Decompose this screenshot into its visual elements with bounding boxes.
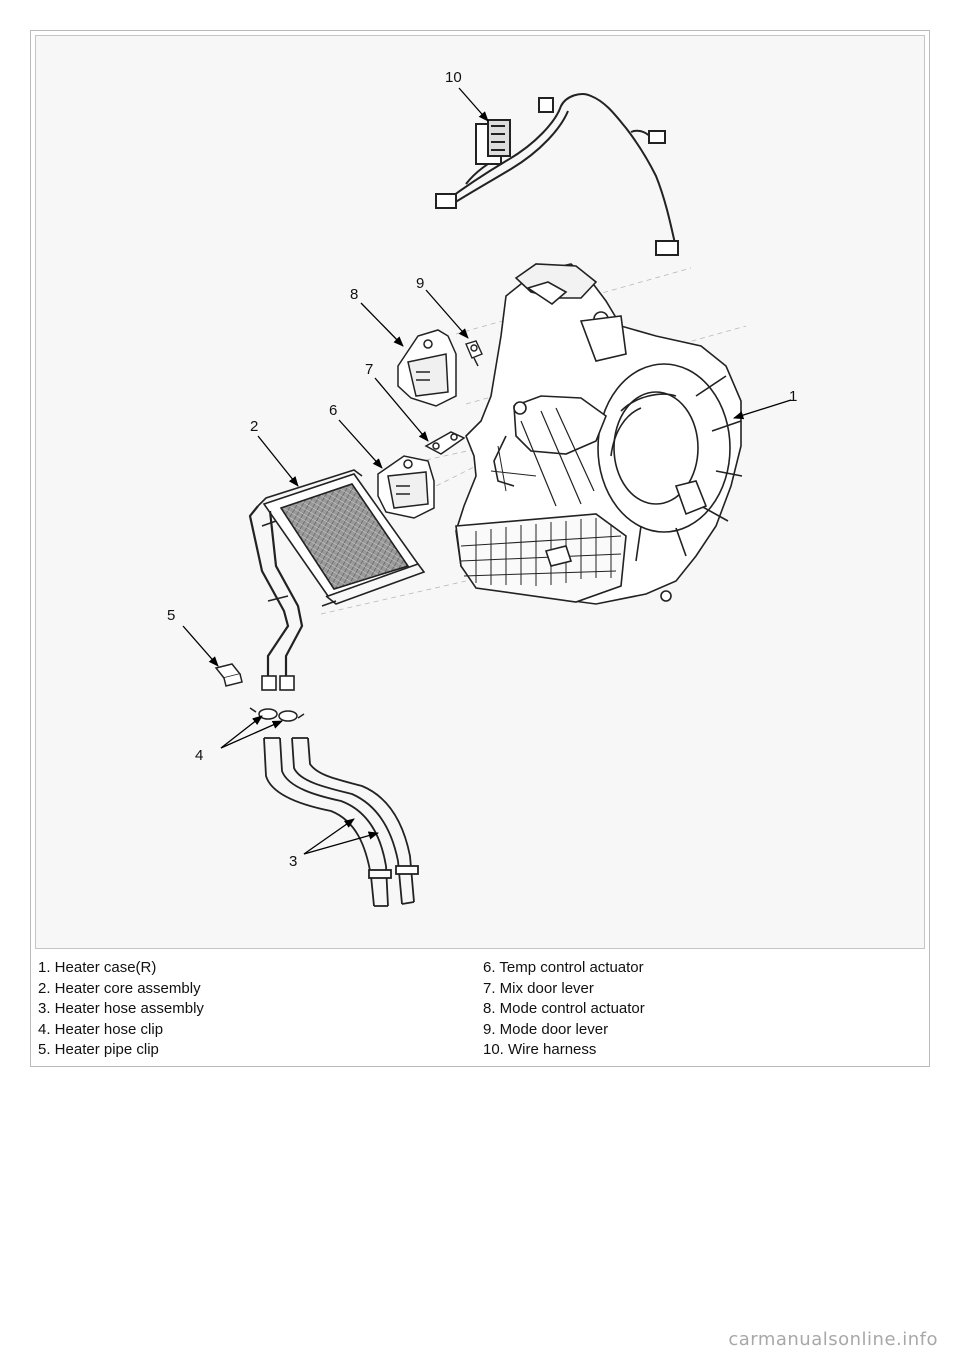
legend-right-column: 6. Temp control actuator 7. Mix door lev… xyxy=(483,958,645,1061)
callout-4: 4 xyxy=(195,747,204,764)
legend-item-4: 4. Heater hose clip xyxy=(38,1020,164,1038)
mix-door-lever xyxy=(424,431,466,455)
callout-arrows xyxy=(182,87,792,855)
wire-harness xyxy=(435,93,679,256)
legend-item-7: 7. Mix door lever xyxy=(483,979,594,997)
callout-7: 7 xyxy=(365,361,374,378)
mode-door-lever xyxy=(465,340,483,367)
callout-10: 10 xyxy=(445,69,462,86)
parts-legend: 1. Heater case(R) 2. Heater core assembl… xyxy=(36,958,924,1062)
callout-1: 1 xyxy=(789,388,798,405)
callout-3: 3 xyxy=(289,853,298,870)
temp-control-actuator xyxy=(377,455,435,519)
watermark-text: carmanualsonline.info xyxy=(728,1329,938,1350)
callout-6: 6 xyxy=(329,402,338,419)
heater-case xyxy=(455,263,743,605)
legend-item-3: 3. Heater hose assembly xyxy=(38,1000,204,1017)
legend-left-column: 1. Heater case(R) 2. Heater core assembl… xyxy=(38,958,204,1061)
legend-item-10: 10. Wire harness xyxy=(483,1041,597,1058)
legend-item-5: 5. Heater pipe clip xyxy=(38,1041,159,1058)
heater-core xyxy=(248,469,426,691)
heater-pipe-clip xyxy=(214,663,243,687)
heater-hose-assembly xyxy=(263,737,419,907)
legend-item-1: 1. Heater case(R) xyxy=(38,959,157,976)
legend-item-2: 2. Heater core assembly xyxy=(38,979,201,997)
mode-control-actuator xyxy=(397,329,457,407)
callout-2: 2 xyxy=(250,418,259,435)
heater-hose-clips xyxy=(249,707,305,722)
legend-item-9: 9. Mode door lever xyxy=(483,1020,609,1038)
callout-8: 8 xyxy=(350,286,359,303)
legend-item-8: 8. Mode control actuator xyxy=(483,1000,645,1017)
legend-item-6: 6. Temp control actuator xyxy=(483,959,644,976)
callout-9: 9 xyxy=(416,275,425,292)
exploded-view-figure: 1 2 3 4 5 6 7 8 9 10 xyxy=(35,35,925,949)
exploded-view-drawing xyxy=(182,87,792,907)
callout-5: 5 xyxy=(167,607,176,624)
